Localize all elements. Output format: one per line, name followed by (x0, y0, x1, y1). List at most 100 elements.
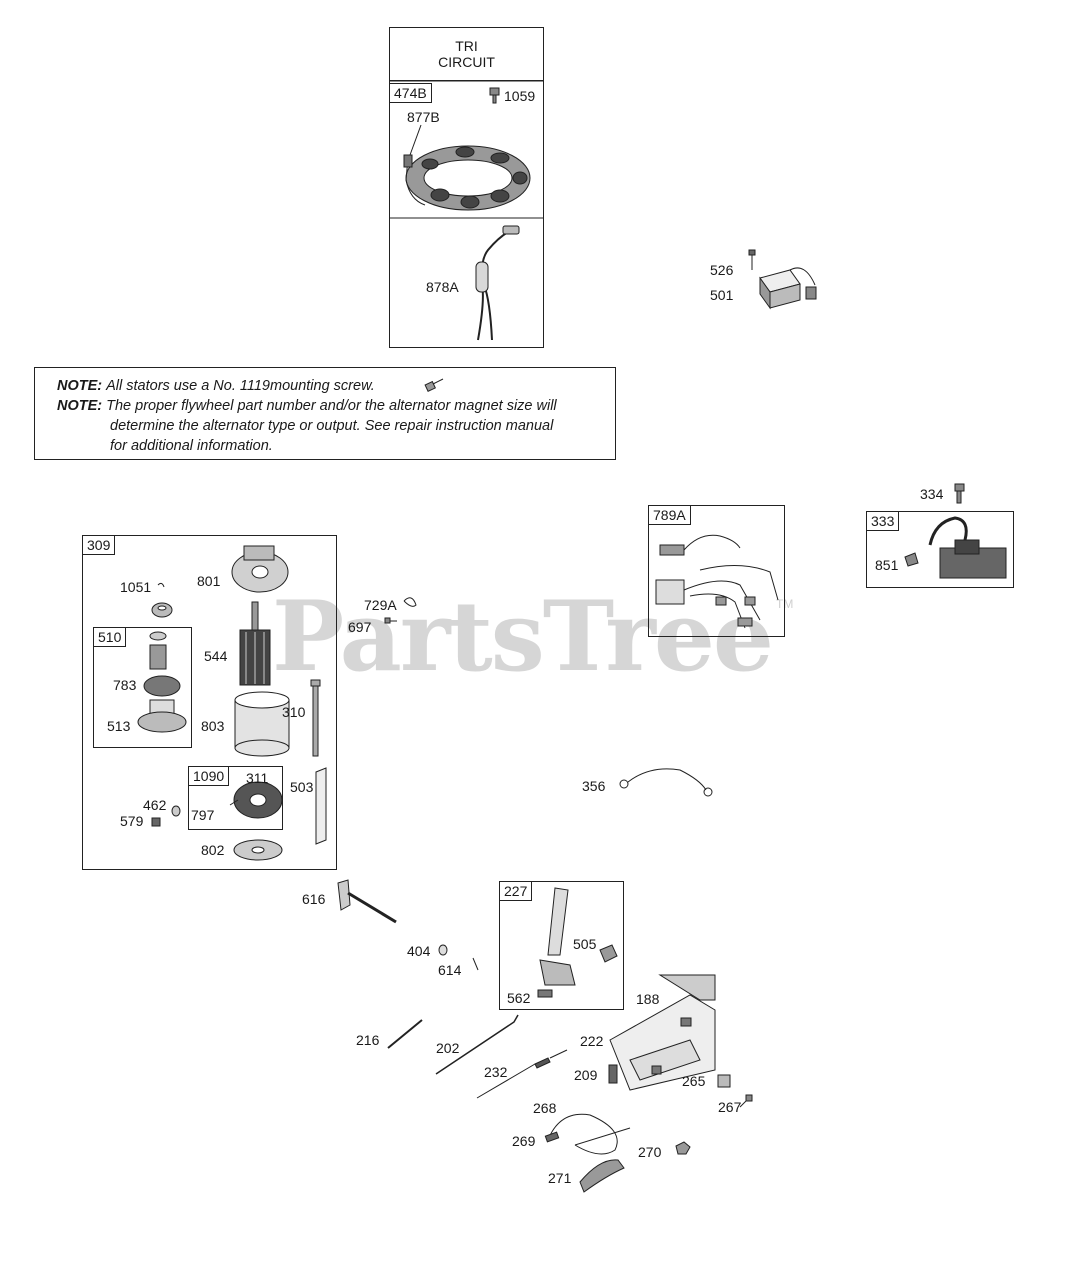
part-label-216[interactable]: 216 (356, 1032, 380, 1048)
part-label-268[interactable]: 268 (533, 1100, 557, 1116)
note-text-1: All stators use a No. 1119mounting screw… (106, 378, 375, 394)
note-text-2c: for additional information. (110, 438, 273, 454)
armature-544-drawing (239, 601, 271, 686)
part-label-310[interactable]: 310 (282, 704, 306, 720)
part-label-562[interactable]: 562 (507, 990, 531, 1006)
part-label-1051[interactable]: 1051 (120, 579, 152, 595)
shaft-616-drawing (337, 879, 397, 924)
screw-334-drawing (954, 483, 965, 504)
tri-circuit-title-line2: CIRCUIT (438, 54, 495, 70)
spring-232-drawing (476, 1049, 568, 1099)
part-label-232[interactable]: 232 (484, 1064, 508, 1080)
screw-267-drawing (739, 1094, 753, 1108)
coil-333-drawing (928, 516, 1007, 579)
kit-tag-789A[interactable]: 789A (648, 505, 691, 525)
part-label-797[interactable]: 797 (191, 807, 215, 823)
washer-462-drawing (171, 805, 181, 817)
kit-tag-333[interactable]: 333 (866, 511, 900, 531)
part-label-501[interactable]: 501 (710, 287, 734, 303)
box-789A-frame (648, 505, 785, 637)
rod-202-drawing (435, 1014, 519, 1075)
harness-878A-drawing (475, 225, 520, 341)
part-label-803[interactable]: 803 (201, 718, 225, 734)
part-label-801[interactable]: 801 (197, 573, 221, 589)
part-label-202[interactable]: 202 (436, 1040, 460, 1056)
part-label-729A[interactable]: 729A (364, 597, 397, 613)
part-label-616[interactable]: 616 (302, 891, 326, 907)
nut-270-drawing (675, 1141, 691, 1155)
part-label-222[interactable]: 222 (580, 1033, 604, 1049)
pin-614-drawing (472, 957, 479, 971)
washer-drawing (151, 602, 173, 618)
part-label-783[interactable]: 783 (113, 677, 137, 693)
part-label-505[interactable]: 505 (573, 936, 597, 952)
part-label-526[interactable]: 526 (710, 262, 734, 278)
clip-729A-drawing (403, 597, 417, 607)
kit-tag-1090[interactable]: 1090 (188, 766, 230, 786)
part-label-579[interactable]: 579 (120, 813, 144, 829)
kit-tag-510[interactable]: 510 (93, 627, 127, 647)
part-label-851[interactable]: 851 (875, 557, 899, 573)
note-label-2: NOTE: (57, 398, 103, 414)
part-label-270[interactable]: 270 (638, 1144, 662, 1160)
plate-802-drawing (233, 839, 283, 861)
part-label-188[interactable]: 188 (636, 991, 660, 1007)
brush-plate-1090-drawing (229, 781, 283, 819)
kit-tag-474B[interactable]: 474B (389, 83, 432, 103)
note-text-2a: The proper flywheel part number and/or t… (106, 398, 557, 414)
link-216-drawing (387, 1019, 423, 1049)
clip-851-drawing (904, 552, 919, 567)
strip-503-drawing (315, 767, 327, 845)
note-line-1: NOTE:All stators use a No. 1119mounting … (57, 376, 615, 396)
note-text-2b: determine the alternator type or output.… (110, 418, 554, 434)
part-label-404[interactable]: 404 (407, 943, 431, 959)
part-label-503[interactable]: 503 (290, 779, 314, 795)
screw-1059-drawing (489, 87, 500, 104)
part-label-462[interactable]: 462 (143, 797, 167, 813)
clip-265-drawing (717, 1074, 731, 1088)
note-label-1: NOTE: (57, 378, 103, 394)
end-cap-801-drawing (231, 545, 289, 593)
harness-789A-drawing (655, 534, 779, 629)
note-box: NOTE:All stators use a No. 1119mounting … (34, 367, 616, 460)
housing-803-drawing (234, 691, 290, 757)
part-label-265[interactable]: 265 (682, 1073, 706, 1089)
cable-268-drawing (547, 1113, 631, 1155)
part-label-271[interactable]: 271 (548, 1170, 572, 1186)
box-227-frame (499, 881, 624, 1010)
part-label-334[interactable]: 334 (920, 486, 944, 502)
governor-lever-227-drawing (537, 887, 618, 998)
part-label-1059[interactable]: 1059 (504, 88, 536, 104)
part-label-802[interactable]: 802 (201, 842, 225, 858)
part-label-614[interactable]: 614 (438, 962, 462, 978)
tri-circuit-title-line1: TRI (455, 38, 478, 54)
note-line-2: NOTE:The proper flywheel part number and… (57, 396, 615, 456)
part-label-209[interactable]: 209 (574, 1067, 598, 1083)
bolt-310-drawing (310, 679, 321, 757)
part-label-311[interactable]: 311 (246, 770, 269, 786)
spring-209-drawing (608, 1064, 618, 1084)
box-333-frame (866, 511, 1014, 588)
part-label-877B[interactable]: 877B (407, 109, 440, 125)
nut-579-drawing (151, 817, 161, 827)
box-309-frame (82, 535, 337, 870)
bracket-188-drawing (609, 974, 716, 1091)
part-label-878A[interactable]: 878A (426, 279, 459, 295)
part-label-513[interactable]: 513 (107, 718, 131, 734)
mounting-screw-1119-drawing (424, 378, 444, 392)
screw-697-drawing (384, 617, 397, 624)
ground-wire-356-drawing (619, 768, 713, 797)
part-label-697[interactable]: 697 (348, 619, 372, 635)
part-label-267[interactable]: 267 (718, 1099, 742, 1115)
part-label-269[interactable]: 269 (512, 1133, 536, 1149)
part-label-544[interactable]: 544 (204, 648, 228, 664)
stator-877B-drawing (403, 124, 531, 211)
gear-assembly-510-drawing (137, 631, 187, 733)
kit-tag-227[interactable]: 227 (499, 881, 533, 901)
box-1090-frame (188, 766, 283, 830)
regulator-501-drawing (748, 249, 817, 310)
part-label-356[interactable]: 356 (582, 778, 606, 794)
clip-1051-drawing (157, 582, 165, 588)
kit-tag-309[interactable]: 309 (82, 535, 116, 555)
